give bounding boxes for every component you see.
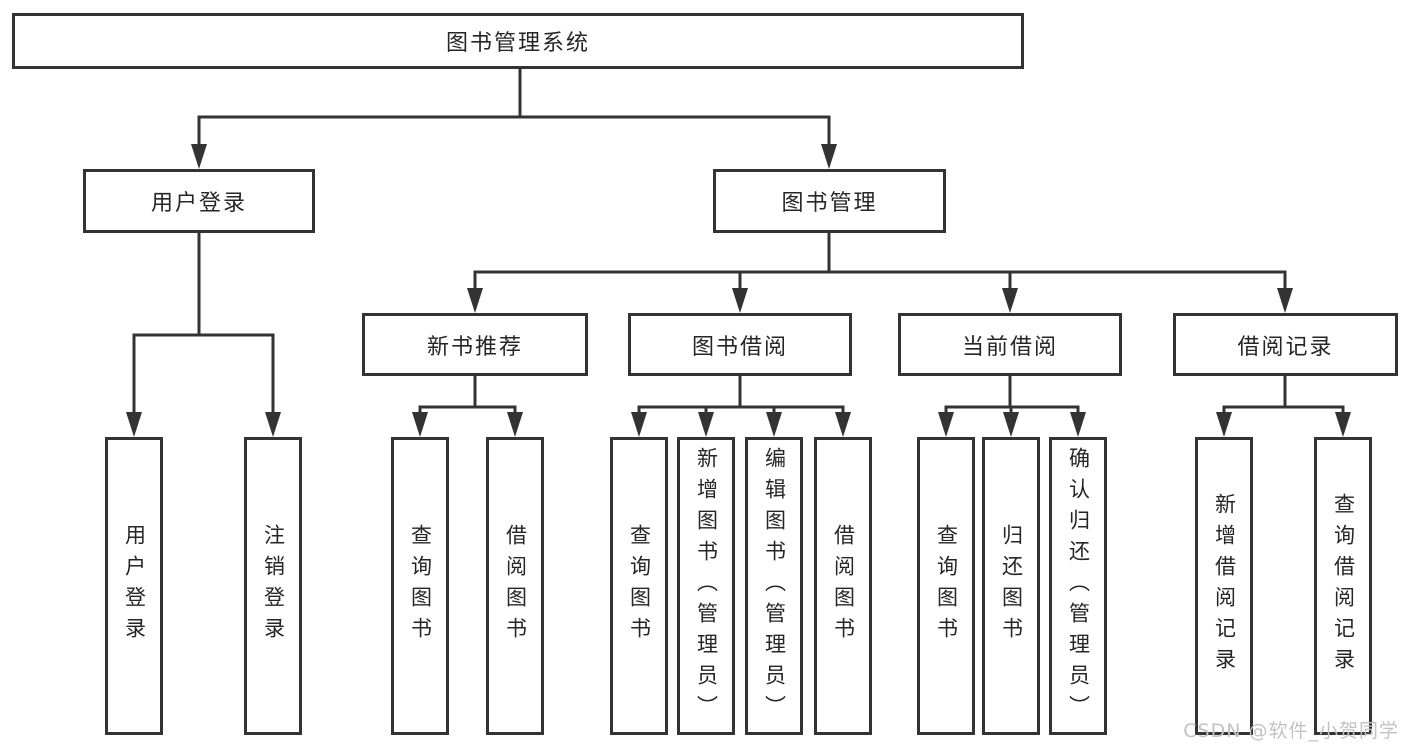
leaf-borrowing-query-books: 查询图书 — [610, 437, 668, 735]
arrowhead-icon — [1070, 412, 1086, 437]
leaf-records-add-borrow-record: 新增借阅记录 — [1195, 437, 1253, 735]
node-user-login: 用户登录 — [83, 169, 315, 233]
leaf-logout-login: 注销登录 — [244, 437, 302, 735]
arrowhead-icon — [126, 412, 142, 437]
csdn-watermark: CSDN @软件_小贺同学 — [1183, 720, 1399, 742]
connector-book-management-to-level3 — [467, 233, 1293, 313]
arrowhead-icon — [631, 412, 647, 437]
arrowhead-icon — [1277, 288, 1293, 313]
connector-book-borrowing-to-leaves — [631, 376, 851, 437]
leaf-recommend-query-books: 查询图书 — [391, 437, 449, 735]
node-label: 图书借阅 — [691, 334, 788, 360]
node-label: 归还图书 — [999, 524, 1024, 648]
leaf-borrowing-borrow-books: 借阅图书 — [814, 437, 872, 735]
arrowhead-icon — [1216, 412, 1232, 437]
node-label: 查询图书 — [408, 524, 433, 648]
leaf-current-confirm-return-admin: 确认归还（管理员） — [1049, 437, 1107, 735]
leaf-user-login: 用户登录 — [105, 437, 163, 735]
connector-root-to-level2 — [191, 67, 837, 169]
node-book-management: 图书管理 — [713, 169, 946, 233]
leaf-current-return-books: 归还图书 — [982, 437, 1040, 735]
arrowhead-icon — [698, 412, 714, 437]
arrowhead-icon — [835, 412, 851, 437]
arrowhead-icon — [766, 412, 782, 437]
node-label: 用户登录 — [150, 191, 247, 216]
node-library-management-system: 图书管理系统 — [12, 13, 1024, 69]
arrowhead-icon — [938, 412, 954, 437]
node-label: 图书管理 — [781, 191, 878, 216]
arrowhead-icon — [821, 144, 837, 169]
arrowhead-icon — [1335, 412, 1351, 437]
node-book-borrowing: 图书借阅 — [628, 313, 852, 376]
connector-borrow-records-to-leaves — [1216, 376, 1351, 437]
node-borrow-records: 借阅记录 — [1173, 313, 1398, 376]
connector-user-login-to-leaves — [126, 233, 281, 437]
node-label: 查询图书 — [627, 524, 652, 648]
node-label: 确认归还（管理员） — [1066, 446, 1091, 726]
node-label: 借阅记录 — [1237, 334, 1334, 360]
arrowhead-icon — [507, 412, 523, 437]
node-current-borrowing: 当前借阅 — [898, 313, 1122, 376]
arrowhead-icon — [1003, 412, 1019, 437]
leaf-borrowing-add-books-admin: 新增图书（管理员） — [677, 437, 735, 735]
node-label: 新增借阅记录 — [1212, 493, 1237, 679]
leaf-records-query-borrow-record: 查询借阅记录 — [1314, 437, 1372, 735]
connector-current-borrowing-to-leaves — [938, 376, 1086, 437]
arrowhead-icon — [467, 288, 483, 313]
node-label: 借阅图书 — [503, 524, 528, 648]
node-label: 注销登录 — [261, 524, 286, 648]
node-label: 新增图书（管理员） — [694, 446, 719, 726]
node-label: 用户登录 — [122, 524, 147, 648]
arrowhead-icon — [412, 412, 428, 437]
node-label: 当前借阅 — [961, 334, 1058, 360]
leaf-current-query-books: 查询图书 — [917, 437, 975, 735]
node-label: 借阅图书 — [831, 524, 856, 648]
leaf-recommend-borrow-books: 借阅图书 — [486, 437, 544, 735]
node-new-book-recommend: 新书推荐 — [362, 313, 588, 376]
node-label: 图书管理系统 — [445, 31, 590, 56]
node-label: 新书推荐 — [426, 334, 523, 360]
arrowhead-icon — [191, 144, 207, 169]
arrowhead-icon — [1002, 288, 1018, 313]
arrowhead-icon — [265, 412, 281, 437]
node-label: 查询图书 — [934, 524, 959, 648]
node-label: 编辑图书（管理员） — [762, 446, 787, 726]
leaf-borrowing-edit-books-admin: 编辑图书（管理员） — [745, 437, 803, 735]
arrowhead-icon — [732, 288, 748, 313]
node-label: 查询借阅记录 — [1331, 493, 1356, 679]
connector-new-book-recommend-to-leaves — [412, 376, 523, 437]
